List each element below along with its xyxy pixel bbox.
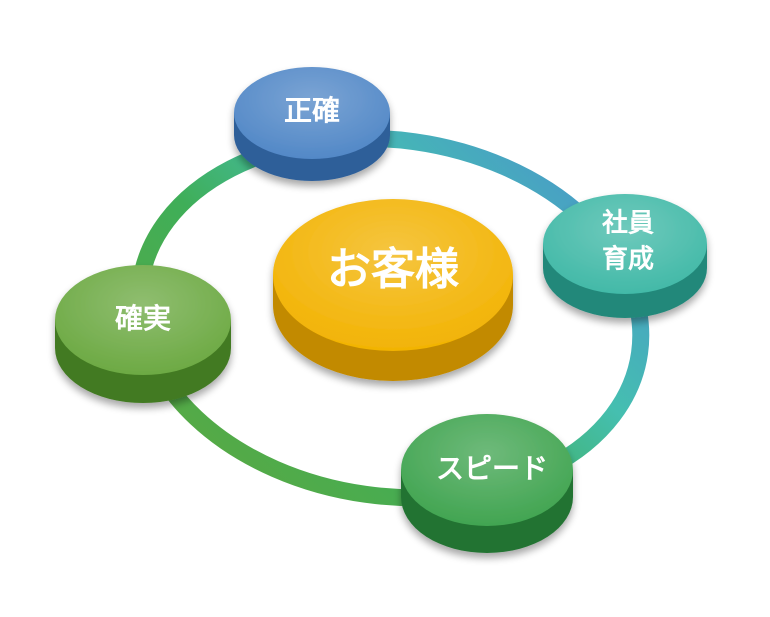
node-label: 育成 [602,244,654,275]
node-label: 確実 [115,302,171,335]
node-label: 社員 [602,208,654,239]
node-staff-development: 社員 育成 [543,194,707,318]
node-accuracy: 正確 [234,67,390,181]
node-speed: スピード [401,414,573,553]
node-label: 正確 [284,94,340,127]
node-label: スピード [436,452,548,485]
center-label: お客様 [327,244,460,295]
center-disc-customer: お客様 [273,199,513,381]
node-reliability: 確実 [55,265,231,403]
